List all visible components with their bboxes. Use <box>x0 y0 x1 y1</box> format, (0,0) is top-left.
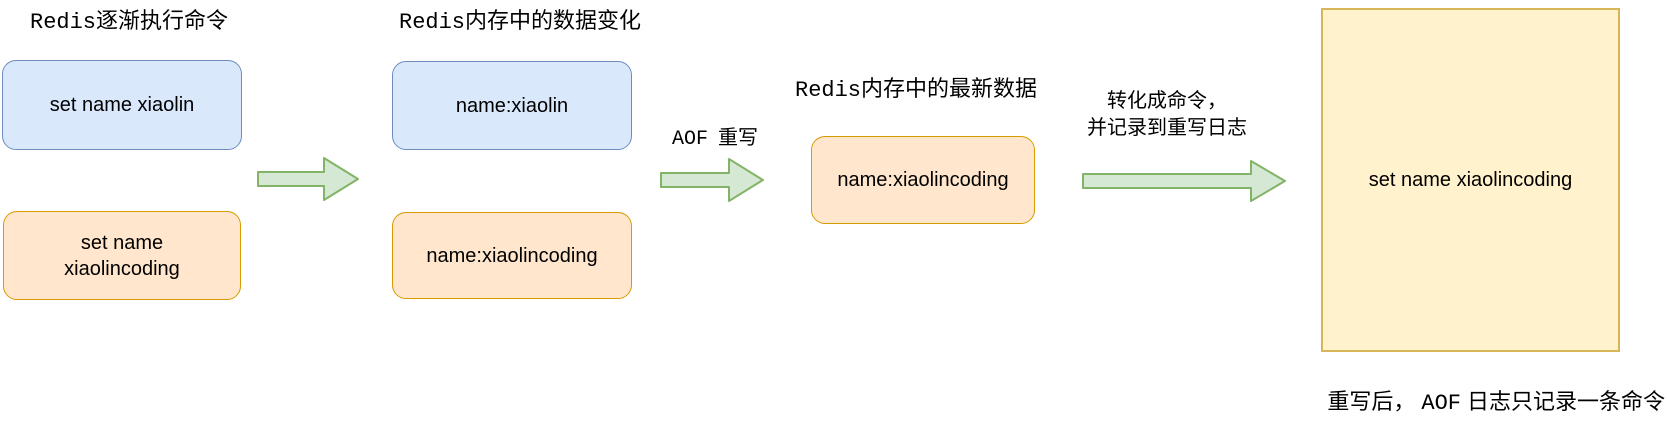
node-label-line1: set name <box>80 231 164 254</box>
header-mono-redis: Redis <box>795 78 862 103</box>
node-label: name:xiaolincoding <box>837 169 1009 191</box>
node-command-set-name-xiaolin: set name xiaolin <box>2 60 242 150</box>
header-mono-redis: Redis <box>399 10 466 35</box>
node-label: name:xiaolincoding <box>426 244 598 267</box>
label-convert-line2: 并记录到重写日志 <box>1087 117 1247 139</box>
flow-arrow-record-to-rewrite-log <box>1082 160 1286 202</box>
header-redis-memory-changes: Redis内存中的数据变化 <box>399 3 641 35</box>
node-label: set name xiaolin <box>49 94 195 116</box>
node-aof-log-set-name-xiaolincoding: set name xiaolincoding <box>1321 8 1620 352</box>
footer-mono-aof: AOF <box>1421 391 1461 416</box>
label-cn-rewrite: 重写 <box>718 127 758 149</box>
label-aof-rewrite: AOF 重写 <box>655 121 775 151</box>
header-cn-latest-data: 内存中的最新数据 <box>861 76 1038 101</box>
footer-cn-post: 日志只记录一条命令 <box>1466 389 1665 414</box>
footer-cn-pre: 重写后， <box>1327 389 1416 414</box>
node-memory-name-xiaolin: name:xiaolin <box>392 61 632 150</box>
header-redis-latest-data: Redis内存中的最新数据 <box>795 71 1037 103</box>
header-mono-redis: Redis <box>30 10 97 35</box>
header-cn-memory-changes: 内存中的数据变化 <box>465 8 642 33</box>
flow-arrow-commands-to-memory <box>257 157 359 201</box>
header-cn-step-commands: 逐渐执行命令 <box>96 8 229 33</box>
label-convert-to-command: 转化成命令， 并记录到重写日志 <box>1067 88 1267 142</box>
node-label: name:xiaolin <box>455 94 569 117</box>
header-redis-step-commands: Redis逐渐执行命令 <box>30 3 228 35</box>
flow-arrow-aof-rewrite <box>660 158 764 202</box>
label-mono-aof: AOF <box>671 128 708 151</box>
label-convert-line1: 转化成命令， <box>1107 90 1227 112</box>
node-label-line2: xiaolincoding <box>64 257 180 280</box>
node-command-set-name-xiaolincoding: set name xiaolincoding <box>3 211 241 300</box>
node-latest-name-xiaolincoding: name:xiaolincoding <box>811 136 1035 224</box>
node-memory-name-xiaolincoding: name:xiaolincoding <box>392 212 632 299</box>
node-label: set name xiaolincoding <box>1368 169 1573 191</box>
